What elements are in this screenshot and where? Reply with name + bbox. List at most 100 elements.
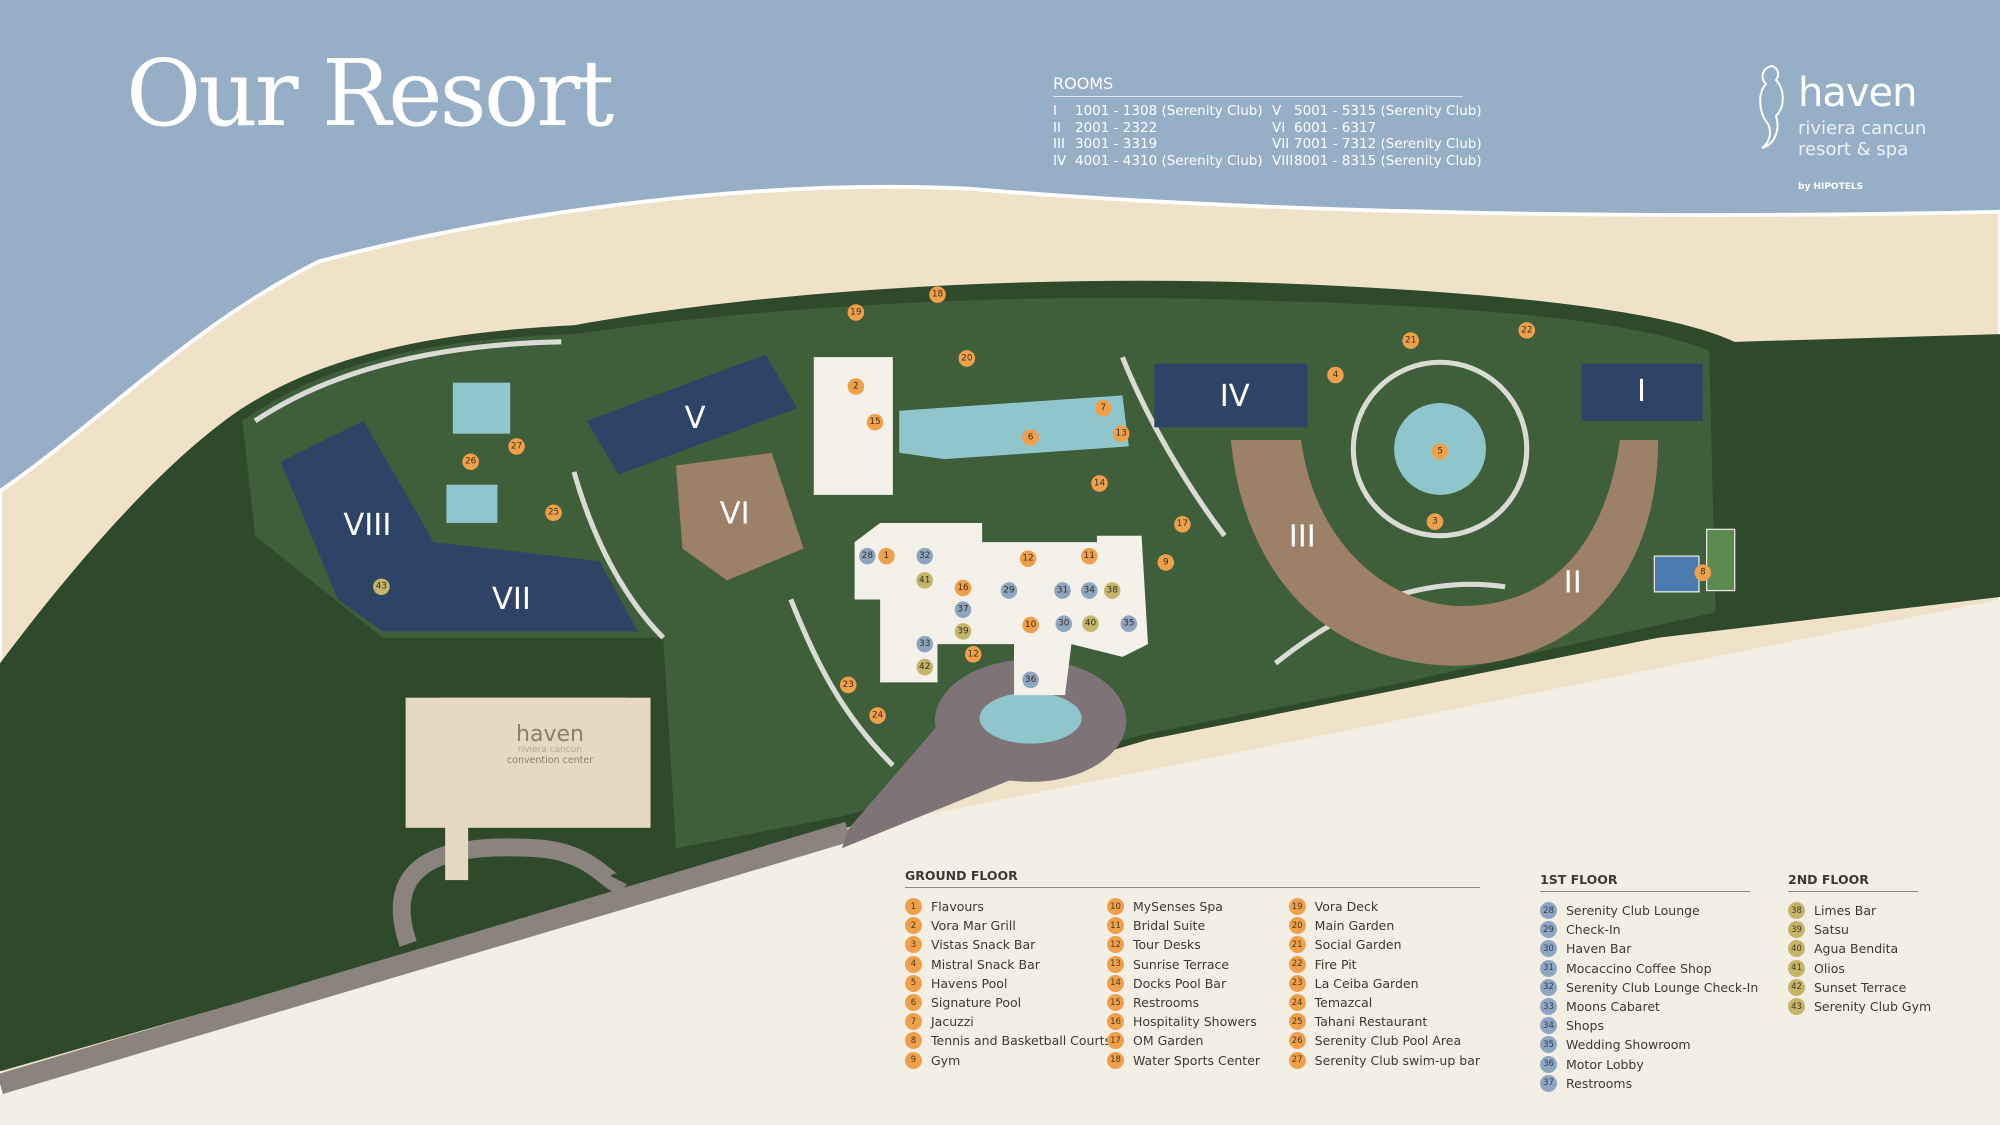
map-marker-11[interactable]: 11 [1080, 547, 1098, 565]
map-marker-22[interactable]: 22 [1518, 322, 1536, 339]
map-marker-25[interactable]: 25 [545, 504, 562, 522]
map-marker-28[interactable]: 28 [859, 547, 876, 565]
marker-circle [1157, 554, 1175, 571]
map-marker-5[interactable]: 5 [1431, 443, 1449, 460]
map-marker-43[interactable]: 43 [373, 578, 390, 596]
marker-circle [1402, 332, 1420, 349]
map-marker-2[interactable]: 2 [847, 378, 865, 395]
legend-label: Limes Bar [1814, 903, 1877, 919]
map-marker-20[interactable]: 20 [958, 350, 976, 367]
map-marker-18[interactable]: 18 [929, 286, 946, 303]
map-marker-24[interactable]: 24 [869, 707, 886, 724]
map-marker-34[interactable]: 34 [1080, 582, 1098, 599]
map-marker-6[interactable]: 6 [1022, 429, 1039, 446]
map-marker-23[interactable]: 23 [839, 676, 857, 694]
map-marker-12[interactable]: 12 [1019, 550, 1037, 567]
map-marker-17[interactable]: 17 [1174, 515, 1191, 533]
map-marker-12[interactable]: 12 [964, 646, 982, 663]
map-marker-37[interactable]: 37 [954, 601, 972, 618]
legend-badge: 34 [1540, 1017, 1557, 1035]
cc-line1: riviera cancun [517, 745, 583, 755]
map-marker-35[interactable]: 35 [1120, 615, 1138, 633]
legend-label: Tennis and Basketball Courts [931, 1033, 1111, 1049]
map-marker-4[interactable]: 4 [1327, 366, 1344, 384]
marker-circle [1022, 616, 1039, 634]
map-marker-21[interactable]: 21 [1402, 332, 1420, 349]
map-marker-7[interactable]: 7 [1095, 399, 1112, 417]
legend-badge: 21 [1288, 936, 1306, 954]
map-marker-41[interactable]: 41 [916, 572, 934, 589]
map-marker-36[interactable]: 36 [1022, 671, 1039, 689]
map-marker-14[interactable]: 14 [1091, 475, 1108, 492]
building-label-v: V [685, 401, 706, 436]
map-marker-38[interactable]: 38 [1103, 582, 1121, 599]
map-marker-19[interactable]: 19 [847, 304, 865, 321]
legend-badge: 17 [1107, 1032, 1124, 1050]
map-marker-27[interactable]: 27 [508, 438, 525, 455]
map-marker-9[interactable]: 9 [1157, 554, 1175, 571]
map-marker-13[interactable]: 13 [1112, 425, 1130, 442]
map-marker-10[interactable]: 10 [1022, 616, 1039, 634]
map-marker-26[interactable]: 26 [462, 453, 479, 471]
legend-label: Bridal Suite [1133, 918, 1206, 934]
map-marker-8[interactable]: 8 [1694, 564, 1712, 581]
map-marker-42[interactable]: 42 [916, 658, 934, 676]
map-marker-30[interactable]: 30 [1055, 615, 1073, 633]
map-marker-3[interactable]: 3 [1426, 513, 1444, 530]
legend-badge: 39 [1788, 921, 1805, 939]
map-marker-33[interactable]: 33 [916, 635, 934, 653]
map-marker-39[interactable]: 39 [954, 623, 972, 640]
map-marker-32[interactable]: 32 [916, 547, 934, 565]
map-marker-29[interactable]: 29 [1000, 582, 1018, 599]
map-marker-15[interactable]: 15 [866, 413, 884, 431]
map-marker-40[interactable]: 40 [1082, 615, 1099, 633]
map-marker-1[interactable]: 1 [878, 547, 895, 565]
map-marker-31[interactable]: 31 [1054, 582, 1071, 599]
map-marker-16[interactable]: 16 [954, 579, 972, 597]
